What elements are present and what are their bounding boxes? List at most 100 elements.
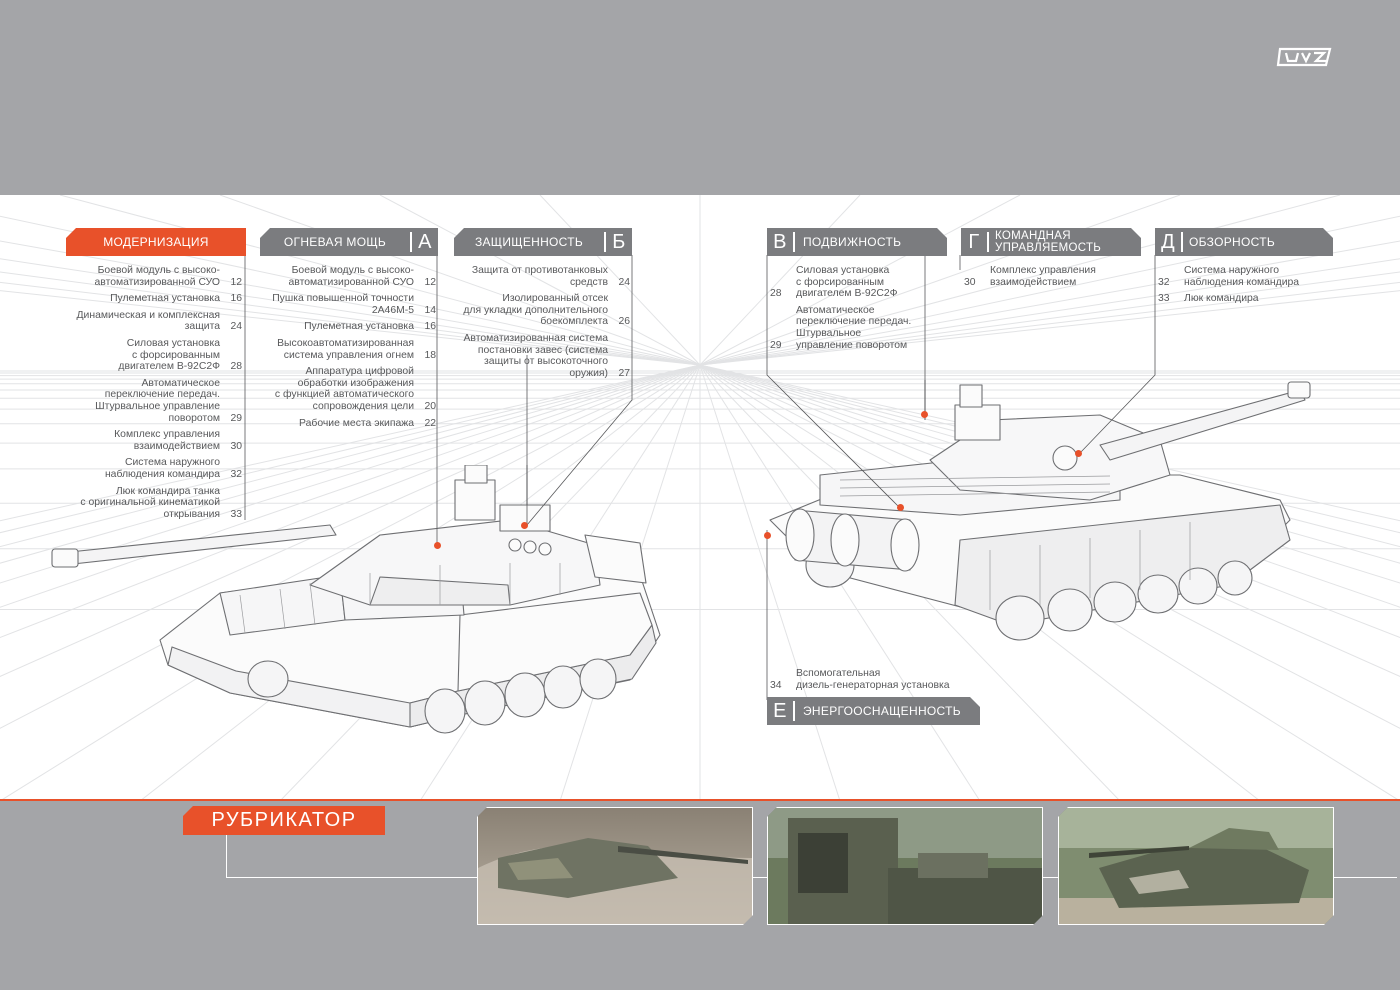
list-item-text: Силовая установка с форсированным двигат… [118,337,220,373]
list-item-text: Комплекс управления взаимодействием [114,429,220,452]
list-item: 33 Люк командира [1158,293,1328,305]
list-item-text: Система наружного наблюдения командира [104,457,220,480]
list-item: Пулеметная установка 16 [58,293,242,305]
header-command-letter: Г [968,230,980,253]
header-mobility: В ПОДВИЖНОСТЬ [767,228,947,256]
list-item-text: Боевой модуль с высоко- автоматизированн… [94,265,221,288]
list-item-page: 28 [230,361,242,373]
list-item-text: Комплекс управления взаимодействием [990,265,1096,288]
list-item-text: Автоматическое переключение передач. Шту… [95,377,220,424]
callout-dot-protection [521,522,528,529]
list-item-text: Аппаратура цифровой обработки изображени… [274,366,414,412]
list-item-text: Пушка повышенной точности 2А46М-5 [272,293,414,316]
list-item-text: Пулеметная установка [110,293,220,305]
list-item-page: 33 [230,508,242,520]
list-firepower: Боевой модуль с высоко- автоматизированн… [252,265,436,434]
callout-dot-firepower [434,542,441,549]
header-modernization: МОДЕРНИЗАЦИЯ [66,228,246,256]
header-protection-letter: Б [612,230,626,253]
header-mobility-title: ПОДВИЖНОСТЬ [803,235,902,249]
list-item-text: Динамическая и комплексная защита [76,309,220,333]
list-item: 32 Система наружного наблюдения командира [1158,265,1328,288]
list-item-page: 32 [1158,276,1170,288]
list-item: Изолированный отсек для укладки дополнит… [446,293,630,328]
list-item: Автоматическое переключение передач. Шту… [58,378,242,424]
list-item-text: Защита от противотанковых средств [471,265,608,288]
list-item-text: Автоматическое переключение передач. Шту… [796,304,912,351]
list-item-text: Высокоавтоматизированная система управле… [277,337,414,361]
list-item-page: 34 [770,679,782,691]
list-item-page: 22 [424,417,436,429]
list-item: Высокоавтоматизированная система управле… [252,338,436,361]
list-item-text: Система наружного наблюдения командира [1184,265,1300,288]
list-item-page: 28 [770,288,782,300]
top-band [0,0,1400,195]
list-item-text: Изолированный отсек для укладки дополнит… [463,293,608,328]
callout-lines [244,255,1156,700]
header-mobility-letter: В [773,230,787,253]
list-item: Аппаратура цифровой обработки изображени… [252,366,436,412]
header-separator [1181,232,1183,252]
list-item: 34 Вспомогательная дизель-генераторная ус… [770,668,970,691]
header-power: Е ЭНЕРГООСНАЩЕННОСТЬ [767,697,980,725]
header-separator [793,701,795,721]
list-item: Динамическая и комплексная защита 24 [58,310,242,333]
header-modernization-title: МОДЕРНИЗАЦИЯ [103,235,209,249]
section-title: РУБРИКАТОР [183,806,385,835]
callout-dot-visibility [1075,450,1082,457]
header-firepower-title: ОГНЕВАЯ МОЩЬ [283,235,387,249]
header-power-title: ЭНЕРГООСНАЩЕННОСТЬ [803,704,961,718]
header-protection: ЗАЩИЩЕННОСТЬ Б [454,228,632,256]
list-item-text: Люк командира танка с оригинальной кинем… [80,485,220,520]
header-power-letter: Е [773,699,787,722]
header-protection-title: ЗАЩИЩЕННОСТЬ [474,235,584,249]
list-item-page: 14 [424,304,436,316]
header-firepower: ОГНЕВАЯ МОЩЬ А [260,228,438,256]
list-item-page: 24 [230,321,242,333]
list-item-text: Силовая установка с форсированным двигат… [796,265,898,300]
list-item-page: 16 [424,321,436,333]
list-item-page: 26 [618,316,630,328]
diagram-sheet [0,195,1400,801]
list-item-text: Автоматизированная система постановки за… [463,332,608,379]
list-item-page: 18 [424,349,436,361]
header-separator [987,232,989,252]
header-command-title: КОМАНДНАЯ УПРАВЛЯЕМОСТЬ [995,230,1102,254]
header-separator [793,232,795,252]
callout-dot-power [764,532,771,539]
list-item: Люк командира танка с оригинальной кинем… [58,486,242,521]
list-item-page: 33 [1158,293,1170,305]
list-modernization: Боевой модуль с высоко- автоматизированн… [58,265,242,525]
list-item-page: 32 [230,468,242,480]
list-item-page: 16 [230,293,242,305]
photo-tank-dust [477,807,753,925]
list-item: Пушка повышенной точности 2А46М-5 14 [252,293,436,316]
list-item: 28 Силовая установка с форсированным двиг… [770,265,930,300]
uvz-logo [1276,47,1332,67]
list-item-text: Вспомогательная дизель-генераторная уста… [796,668,950,691]
list-item-text: Пулеметная установка [304,321,414,333]
list-power: 34 Вспомогательная дизель-генераторная ус… [770,668,970,696]
header-command: Г КОМАНДНАЯ УПРАВЛЯЕМОСТЬ [961,228,1141,256]
list-item: Силовая установка с форсированным двигат… [58,338,242,373]
list-item-page: 27 [618,367,630,379]
list-visibility: 32 Система наружного наблюдения командира… [1158,265,1328,310]
list-item-page: 20 [424,400,436,412]
list-item-text: Люк командира [1184,293,1259,305]
list-item: Боевой модуль с высоко- автоматизированн… [252,265,437,288]
list-item-page: 24 [618,276,630,288]
list-item-page: 12 [230,276,242,288]
list-item-page: 12 [424,276,436,288]
callout-dot-mobility [897,504,904,511]
header-firepower-letter: А [418,230,432,253]
list-item-text: Боевой модуль с высоко- автоматизированн… [288,265,415,288]
header-visibility-title: ОБЗОРНОСТЬ [1189,235,1275,249]
list-item-page: 29 [230,412,242,424]
list-mobility: 28 Силовая установка с форсированным двиг… [770,265,930,356]
tank-illustration-front [51,465,661,734]
header-separator [604,232,606,252]
header-visibility: Д ОБЗОРНОСТЬ [1155,228,1333,256]
